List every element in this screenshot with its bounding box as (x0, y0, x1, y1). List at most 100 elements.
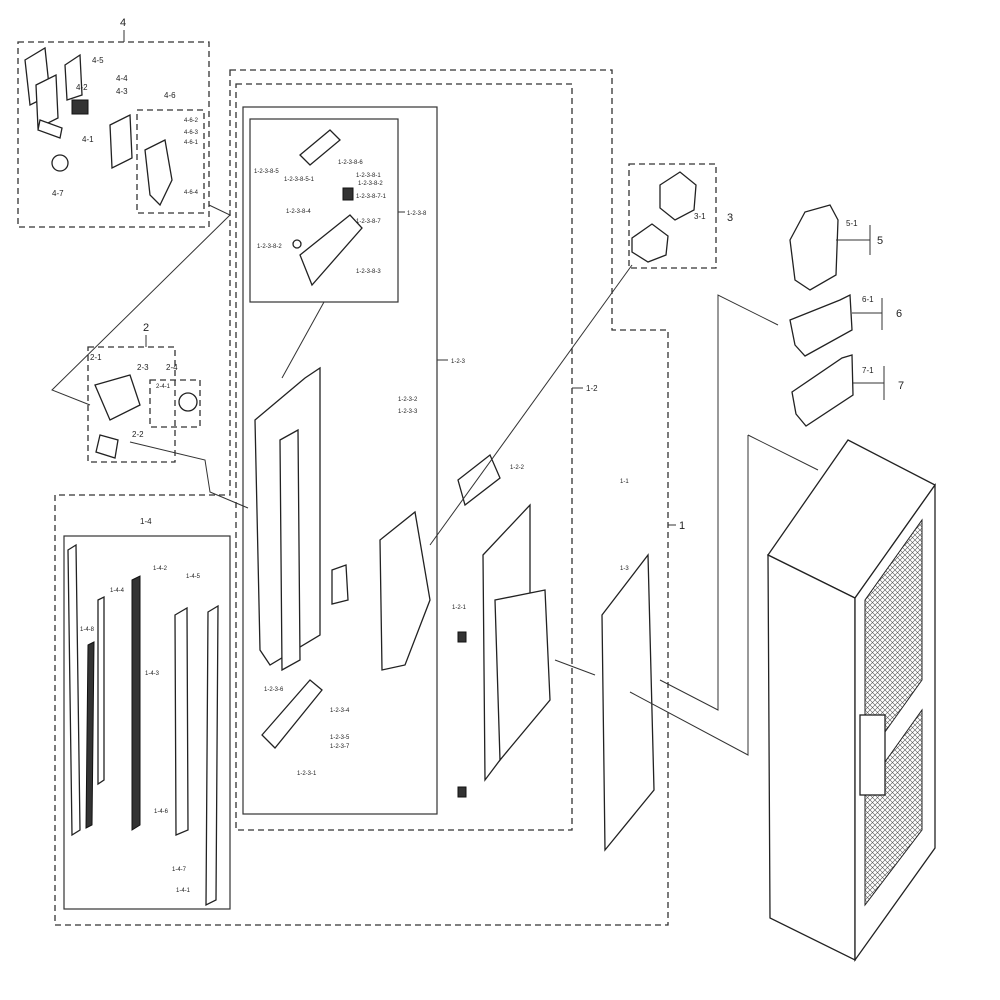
label-1-4-3: 1-4-3 (145, 671, 160, 677)
part-1-4-strip-dark (85, 641, 95, 829)
label-1-2-1: 1-2-1 (452, 605, 467, 611)
group-2-boundary (87, 346, 176, 463)
group-2-assembly: 2 2-1 2-3 2-4 2-4-1 2-2 (87, 322, 201, 463)
label-1-2-2: 1-2-2 (510, 465, 525, 471)
label-1-2-3-3: 1-2-3-3 (398, 409, 418, 415)
part-1-2-2-cup (457, 453, 501, 507)
part-1-2-1-b (457, 786, 467, 798)
label-1-2-3-5: 1-2-3-5 (330, 735, 350, 741)
label-4-6-1: 4-6-1 (184, 140, 199, 146)
label-2-4: 2-4 (166, 363, 178, 372)
part-4-1-base (37, 119, 63, 139)
label-1-2-3-8-2b: 1-2-3-8-2 (257, 244, 282, 250)
label-4-5: 4-5 (92, 56, 104, 65)
part-1-2-3-8-bracket (299, 129, 341, 166)
connector-2-to-1-2-3 (129, 441, 249, 509)
label-1-4-8: 1-4-8 (80, 627, 95, 633)
label-1-2-3-1: 1-2-3-1 (297, 771, 317, 777)
label-1-4-5: 1-4-5 (186, 574, 201, 580)
connector-3-to-1-2 (429, 264, 633, 546)
part-1-2-3-8-7-1 (342, 187, 354, 201)
part-1-2-recess (494, 589, 551, 762)
label-3-1: 3-1 (694, 212, 706, 221)
label-1-2-3-2: 1-2-3-2 (398, 397, 418, 403)
label-1-4-4: 1-4-4 (110, 588, 125, 594)
part-4-5-bracket (64, 53, 83, 101)
label-1-2-3-8-7-1: 1-2-3-8-7-1 (356, 194, 387, 200)
label-4-3: 4-3 (116, 87, 128, 96)
label-4-6-2: 4-6-2 (184, 118, 199, 124)
label-1-3: 1-3 (620, 566, 629, 572)
label-1-2-3-8-6: 1-2-3-8-6 (338, 160, 363, 166)
group-2-4-boundary (149, 379, 201, 428)
cabinet-side (767, 553, 856, 962)
connector-1-2-3-8 (281, 301, 325, 379)
group-3-assembly: 3-1 3 (628, 163, 733, 269)
label-4-6-4: 4-6-4 (184, 190, 199, 196)
group-1-boundary (54, 69, 669, 926)
label-2-1: 2-1 (90, 353, 102, 362)
label-4-6: 4-6 (164, 91, 176, 100)
part-1-2-3-8-2 (292, 239, 302, 249)
label-1-2-3-7: 1-2-3-7 (330, 744, 350, 750)
part-1-2-3-rail (279, 428, 301, 672)
group-7-bin: 7-1 7 (791, 354, 904, 427)
label-4-4: 4-4 (116, 74, 128, 83)
part-2-1-housing (94, 374, 141, 421)
group-1-4-assembly: 1-4 1-4-8 1-4-2 1-4-4 1-4-5 1-4-3 1-4-6 … (63, 517, 231, 910)
part-1-2-3-6-lever (261, 679, 323, 749)
label-1-2-3-8-3: 1-2-3-8-3 (356, 269, 381, 275)
part-3-1-lower (631, 223, 669, 263)
part-1-4-8-strip (67, 543, 81, 837)
label-2-3: 2-3 (137, 363, 149, 372)
part-1-2-1-a (457, 631, 467, 643)
cabinet-back-cover (859, 714, 886, 796)
group-2-label: 2 (143, 322, 149, 334)
label-2-4-1: 2-4-1 (156, 384, 171, 390)
part-1-2-3-clip (331, 564, 349, 605)
part-1-4-bar-right (205, 604, 219, 907)
group-5-bin: 5-1 5 (789, 204, 883, 291)
group-6-label: 6 (896, 308, 902, 320)
label-1-1: 1-1 (620, 479, 629, 485)
cabinet-back-lower-vent (864, 708, 923, 907)
part-3-1-upper (659, 171, 697, 221)
part-4-1-motor (71, 99, 89, 115)
label-4-1: 4-1 (82, 135, 94, 144)
label-7-1: 7-1 (862, 366, 874, 375)
label-1-2-3-8-2: 1-2-3-8-2 (358, 181, 383, 187)
group-3-label: 3 (727, 212, 733, 224)
part-1-4-6-bar (174, 606, 189, 836)
group-1-4-boundary (63, 535, 231, 910)
label-1-4-1: 1-4-1 (176, 888, 191, 894)
part-1-3-gasket (601, 553, 655, 852)
group-5-bracket (836, 225, 871, 255)
group-1-label: 1 (679, 520, 685, 532)
part-2-4-ring (178, 392, 198, 412)
group-4-boundary (17, 41, 210, 228)
label-1-2-3-8-5: 1-2-3-8-5 (254, 169, 279, 175)
part-6-1-bin (789, 293, 853, 357)
part-7-1-bin (791, 354, 854, 427)
group-7-bracket (853, 366, 885, 400)
connector-bins-to-door (659, 294, 779, 711)
part-5-1-bin (789, 204, 839, 291)
part-1-4-rod (97, 595, 105, 786)
label-5-1: 5-1 (846, 219, 858, 228)
label-4-2: 4-2 (76, 83, 88, 92)
connector-cabinet (629, 434, 819, 756)
label-1-2-3-8-5-1: 1-2-3-8-5-1 (284, 177, 315, 183)
part-4-2-housing (35, 73, 59, 130)
group-4-label: 4 (120, 17, 126, 29)
group-1-2-3-label: 1-2-3 (451, 359, 466, 365)
label-1-2-3-8-7: 1-2-3-8-7 (356, 219, 381, 225)
part-1-4-rail (131, 575, 141, 831)
group-6-bin: 6-1 6 (789, 293, 902, 357)
group-1-2-boundary (235, 83, 573, 831)
label-1-4-7: 1-4-7 (172, 867, 187, 873)
label-1-4-2: 1-4-2 (153, 566, 168, 572)
part-1-2-dispenser-cover (379, 510, 431, 671)
part-4-6-plate (109, 113, 133, 170)
group-7-label: 7 (898, 380, 904, 392)
label-4-7: 4-7 (52, 189, 64, 198)
